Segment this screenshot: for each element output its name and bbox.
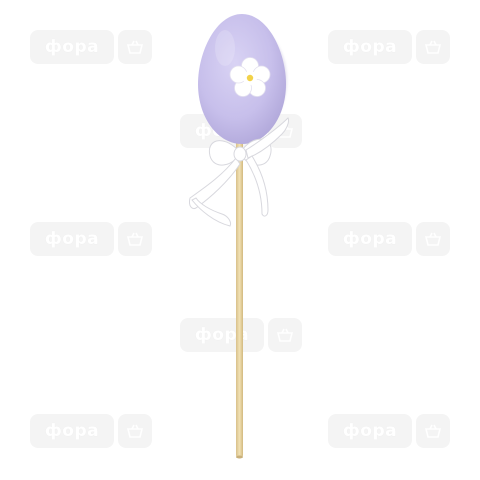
basket-icon: [118, 414, 152, 448]
basket-icon: [268, 318, 302, 352]
basket-icon: [416, 222, 450, 256]
basket-icon: [118, 222, 152, 256]
watermark-text: фора: [342, 37, 398, 57]
watermark-text: фора: [44, 421, 100, 441]
watermark: фора: [328, 414, 450, 448]
watermark-text: фора: [342, 421, 398, 441]
white-ribbon-bow: [189, 117, 289, 227]
basket-icon: [416, 30, 450, 64]
basket-icon: [416, 414, 450, 448]
watermark: фора: [30, 414, 152, 448]
watermark-text: фора: [194, 325, 250, 345]
watermark-pill: фора: [328, 414, 412, 448]
watermark: фора: [328, 222, 450, 256]
basket-icon: [118, 30, 152, 64]
watermark-pill: фора: [30, 222, 114, 256]
watermark-pill: фора: [30, 414, 114, 448]
watermark-pill: фора: [30, 30, 114, 64]
watermark-pill: фора: [328, 30, 412, 64]
wooden-stick: [236, 140, 243, 459]
watermark: фора: [30, 222, 152, 256]
watermark-pill: фора: [180, 318, 264, 352]
watermark-text: фора: [44, 229, 100, 249]
watermark: фора: [328, 30, 450, 64]
watermark-text: фора: [342, 229, 398, 249]
flower-decoration: [229, 57, 271, 97]
watermark: фора: [180, 318, 302, 352]
watermark-pill: фора: [328, 222, 412, 256]
watermark-text: фора: [44, 37, 100, 57]
watermark: фора: [30, 30, 152, 64]
